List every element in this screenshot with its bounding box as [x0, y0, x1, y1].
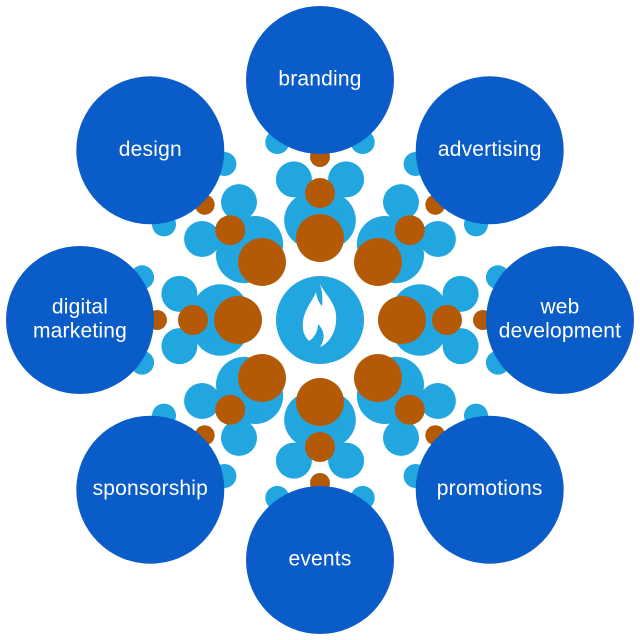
flame-icon [302, 284, 337, 347]
blue-dot [442, 328, 479, 365]
center-hub [276, 276, 364, 364]
blue-dot [221, 419, 257, 456]
blue-dot [419, 383, 456, 419]
brown-dot [296, 378, 344, 426]
node-label: digital [52, 296, 108, 319]
node-label: development [499, 320, 621, 343]
blue-dot [161, 275, 198, 312]
node-label: web [539, 296, 579, 319]
node-circle [76, 415, 225, 564]
service-node-design: design [76, 76, 225, 225]
node-circle [6, 246, 154, 394]
node-label: design [119, 138, 182, 161]
node-label: promotions [437, 477, 543, 500]
brown-dot [215, 215, 246, 246]
blue-dot [383, 419, 419, 456]
blue-dot [328, 442, 365, 479]
brown-dot [354, 354, 402, 402]
brown-dot [214, 296, 262, 344]
brown-dot [215, 394, 246, 425]
node-label: sponsorship [93, 477, 208, 500]
brown-dot [178, 305, 208, 335]
service-node-promotions: promotions [415, 415, 564, 564]
blue-dot [161, 328, 198, 365]
blue-dot [419, 221, 456, 257]
brown-dot [394, 394, 425, 425]
brown-dot [296, 214, 344, 262]
node-label: marketing [33, 320, 127, 343]
brown-dot [238, 238, 286, 286]
service-node-events: events [246, 486, 394, 634]
brown-dot [238, 354, 286, 402]
service-node-sponsorship: sponsorship [76, 415, 225, 564]
blue-dot [184, 383, 221, 419]
node-circle [415, 76, 564, 225]
blue-dot [184, 221, 221, 257]
brown-dot [378, 296, 426, 344]
brown-dot [432, 305, 462, 335]
service-node-branding: branding [246, 6, 394, 154]
decorative-dots [130, 130, 510, 510]
blue-dot [221, 184, 257, 221]
brown-dot [354, 238, 402, 286]
node-label: branding [278, 68, 361, 91]
blue-dot [442, 275, 479, 312]
node-circle [415, 415, 564, 564]
blue-dot [328, 161, 365, 198]
node-circle [246, 6, 394, 154]
node-circle [246, 486, 394, 634]
brown-dot [305, 178, 335, 208]
node-label: advertising [438, 138, 542, 161]
node-circle [486, 246, 634, 394]
blue-dot [383, 184, 419, 221]
brown-dot [394, 215, 425, 246]
blue-dot [275, 442, 312, 479]
brown-dot [305, 432, 335, 462]
blue-dot [275, 161, 312, 198]
node-label: events [288, 548, 351, 571]
service-node-advertising: advertising [415, 76, 564, 225]
node-circle [76, 76, 225, 225]
